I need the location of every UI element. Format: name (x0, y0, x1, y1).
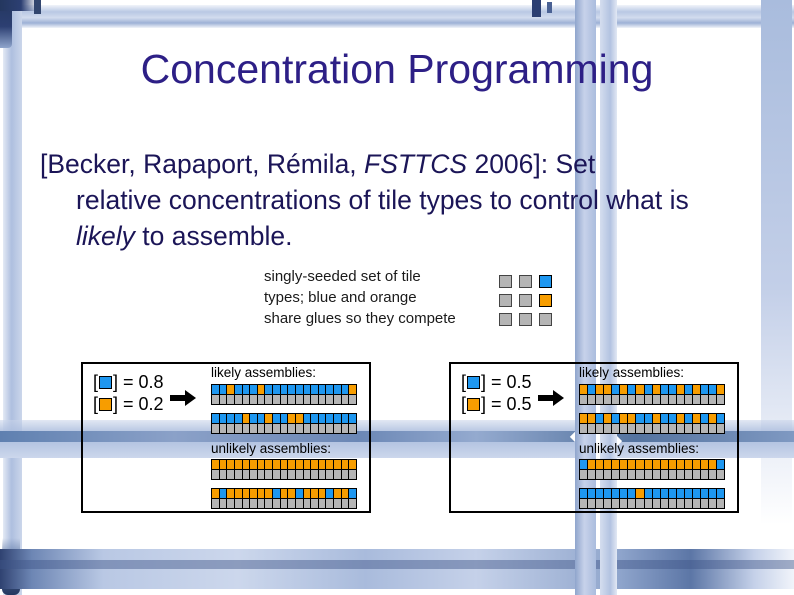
body-line-2: relative concentrations of tile types to… (76, 185, 689, 215)
tile-strip-unlikely-1 (211, 459, 357, 480)
tile-set-note: singly-seeded set of tile types; blue an… (264, 266, 499, 329)
concentration-box-0.5-0.5: [] = 0.5 [] = 0.5 likely assemblies: unl… (449, 362, 739, 513)
blue-concentration-label: [] = 0.5 (461, 372, 532, 392)
body-line-1: [Becker, Rapaport, Rémila, FSTTCS 2006]:… (40, 149, 596, 179)
orange-concentration-label: [] = 0.5 (461, 394, 532, 414)
body-line-3: likely to assemble. (76, 221, 293, 251)
blue-tile-swatch (99, 376, 113, 389)
orange-tile-swatch (99, 398, 113, 411)
note-line-1: singly-seeded set of tile (264, 268, 421, 285)
tile-strip-likely-1 (579, 384, 726, 405)
frame-corner-navy-horizontal (0, 0, 38, 11)
frame-bottom-band (0, 549, 794, 589)
note-line-3: share glues so they compete (264, 310, 456, 327)
frame-inner-vertical-band-2 (600, 0, 617, 595)
frame-bottom-band-core (0, 560, 794, 569)
unlikely-assemblies-label: unlikely assemblies: (579, 441, 700, 456)
tile-strip-likely-2 (211, 413, 357, 434)
body-paragraph: [Becker, Rapaport, Rémila, FSTTCS 2006]:… (40, 146, 756, 254)
frame-inner-vertical-band-1 (575, 0, 596, 595)
tile-strip-likely-1 (211, 384, 357, 405)
tile-strip-unlikely-2 (211, 488, 357, 509)
note-line-2: types; blue and orange (264, 289, 417, 306)
frame-top-mark-2 (532, 0, 541, 17)
likely-assemblies-label: likely assemblies: (211, 365, 317, 380)
frame-horizontal-band-core (0, 431, 794, 442)
orange-concentration-label: [] = 0.2 (93, 394, 164, 414)
orange-tile-swatch (467, 398, 481, 411)
tile-strip-likely-2 (579, 413, 726, 434)
frame-top-mark-3 (547, 2, 552, 13)
likely-assemblies-label: likely assemblies: (579, 365, 685, 380)
unlikely-assemblies-label: unlikely assemblies: (211, 441, 332, 456)
blue-concentration-label: [] = 0.8 (93, 372, 164, 392)
frame-top-mark-1 (34, 0, 41, 14)
tile-strip-unlikely-2 (579, 488, 726, 509)
right-arrow-icon (170, 390, 198, 406)
frame-top-band (0, 5, 794, 28)
tile-strip-unlikely-1 (579, 459, 726, 480)
blue-tile-swatch (467, 376, 481, 389)
frame-corner-navy-vertical (0, 0, 12, 48)
slide-title: Concentration Programming (140, 46, 654, 92)
tile-type-grid (499, 275, 559, 332)
concentration-box-0.8-0.2: [] = 0.8 [] = 0.2 likely assemblies: unl… (81, 362, 371, 513)
right-arrow-icon (538, 390, 566, 406)
